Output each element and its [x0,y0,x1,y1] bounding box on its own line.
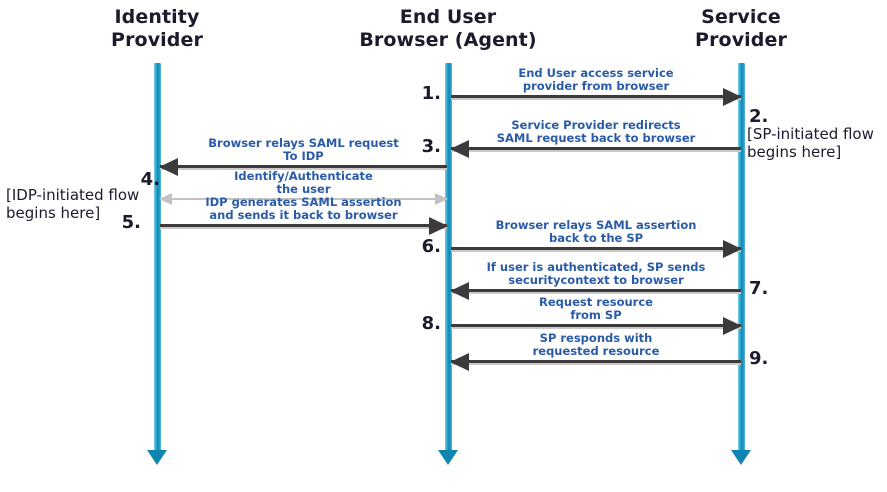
arrowhead-right-icon [723,88,742,106]
lifeline-end-user-browser [445,63,452,453]
message-label: Identify/Authenticate the user [234,169,373,196]
message-label: Browser relays SAML request To IDP [208,136,399,163]
step-number-8: 8. [421,313,441,334]
participant-header-service-provider: Service Provider [695,6,787,51]
lifeline-identity-provider [154,63,161,453]
step-number-4: 4. [140,169,160,190]
message-label: If user is authenticated, SP sends secur… [486,260,706,287]
step-number-2: 2. [749,106,769,127]
lifeline-arrowhead-end-user-browser [438,450,458,465]
message-label: IDP generates SAML assertion and sends i… [205,195,402,222]
arrowhead-left-icon [159,193,172,205]
note-idp-initiated-flow: [IDP-initiated flow begins here] [6,186,140,222]
message-line [160,198,447,200]
step-number-6: 6. [421,236,441,257]
arrowhead-right-icon [723,317,742,335]
arrowhead-right-icon [435,193,448,205]
message-line [451,360,741,365]
arrowhead-left-icon [450,140,469,158]
arrowhead-left-icon [450,282,469,300]
message-line [451,95,741,100]
note-sp-initiated-flow: [SP-initiated flow begins here] [747,125,874,161]
message-line [160,165,447,170]
lifeline-arrowhead-identity-provider [147,450,167,465]
message-line [451,247,741,252]
message-label: Request resource from SP [539,295,653,322]
lifeline-service-provider [738,63,745,453]
step-number-1: 1. [421,83,441,104]
message-label: Browser relays SAML assertion back to th… [495,218,697,245]
participant-header-identity-provider: Identity Provider [111,6,203,51]
arrowhead-left-icon [159,158,178,176]
arrowhead-left-icon [450,353,469,371]
message-label: End User access service provider from br… [518,66,674,93]
lifeline-arrowhead-service-provider [731,450,751,465]
message-line [160,224,447,229]
step-number-9: 9. [749,348,769,369]
participant-header-end-user-browser: End User Browser (Agent) [359,6,537,51]
message-line [451,147,741,152]
step-number-5: 5. [121,212,141,233]
step-number-7: 7. [749,278,769,299]
message-label: SP responds with requested resource [532,331,660,358]
arrowhead-right-icon [723,240,742,258]
message-line [451,324,741,329]
message-label: Service Provider redirects SAML request … [496,118,696,145]
message-line [451,289,741,294]
arrowhead-right-icon [429,217,448,235]
step-number-3: 3. [421,136,441,157]
